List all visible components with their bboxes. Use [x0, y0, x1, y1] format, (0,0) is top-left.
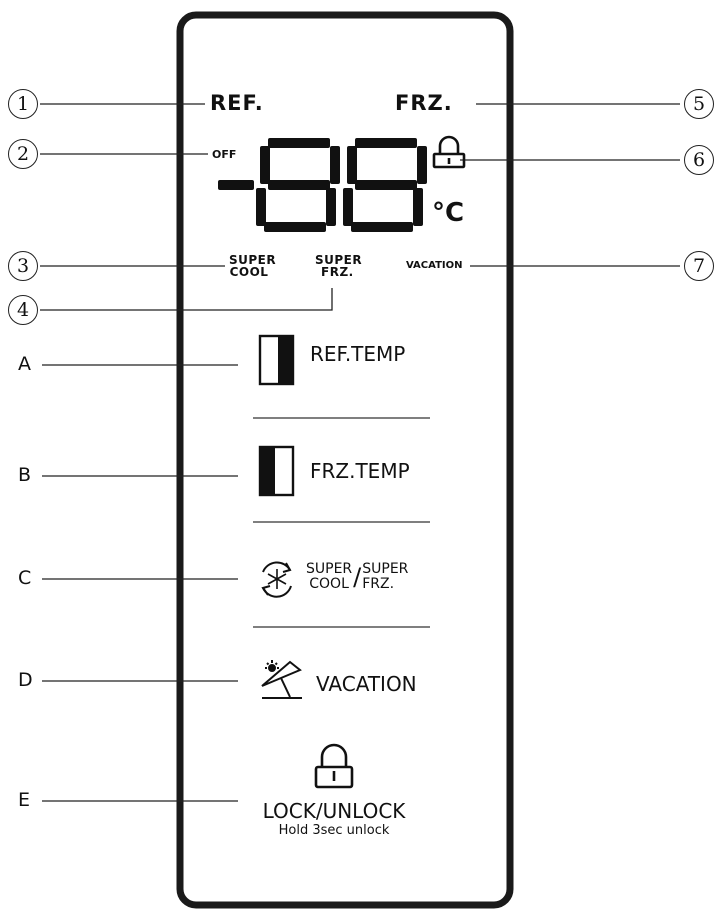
super-label-1: SUPER — [306, 561, 353, 577]
lock-button-label[interactable]: LOCK/UNLOCK — [262, 799, 406, 823]
lock-button-icon — [314, 743, 354, 789]
callout-3: 3 — [8, 251, 38, 281]
super-label-2: SUPER — [362, 561, 409, 577]
display-super-frz: SUPER FRZ. — [315, 253, 363, 279]
display-unit: °C — [432, 198, 465, 228]
callout-6: 6 — [684, 145, 714, 175]
callout-1: 1 — [8, 89, 38, 119]
frz-label: FRZ. — [362, 576, 395, 592]
display-super-frz-line1: SUPER — [315, 253, 363, 267]
display-super-frz-line2: FRZ. — [321, 265, 354, 279]
display-super-cool: SUPER COOL — [229, 253, 277, 279]
fridge-right-door-icon — [258, 445, 295, 497]
display-super-cool-line2: COOL — [229, 265, 269, 279]
callout-a: A — [18, 353, 31, 375]
callout-e: E — [18, 789, 31, 811]
callout-5: 5 — [684, 89, 714, 119]
display-lock-icon — [432, 135, 466, 169]
fridge-left-door-icon — [258, 334, 295, 386]
display-super-cool-line1: SUPER — [229, 253, 277, 267]
digit-1 — [256, 138, 340, 232]
beach-umbrella-icon — [261, 660, 302, 699]
leader-4 — [40, 288, 333, 311]
panel-outline — [176, 11, 514, 909]
vacation-button-label[interactable]: VACATION — [316, 672, 417, 696]
segment-minus — [218, 180, 254, 190]
snowflake-cycle-icon — [261, 561, 292, 598]
cool-label: COOL — [309, 576, 349, 592]
super-slash: / — [353, 563, 362, 591]
lock-button-sublabel: Hold 3sec unlock — [278, 823, 390, 838]
super-button-label[interactable]: SUPER COOL / SUPER FRZ. — [306, 562, 408, 592]
super-frz-part: SUPER FRZ. — [362, 562, 408, 592]
callout-d: D — [18, 669, 33, 691]
frz-temp-button-label[interactable]: FRZ.TEMP — [310, 459, 410, 483]
display-vacation-label: VACATION — [406, 260, 463, 271]
callout-2: 2 — [8, 139, 38, 169]
callout-4: 4 — [8, 295, 38, 325]
super-cool-part: SUPER COOL — [306, 562, 352, 592]
digit-2 — [343, 138, 427, 232]
display-off-label: OFF — [212, 148, 237, 161]
callout-7: 7 — [684, 251, 714, 281]
display-frz-label: FRZ. — [395, 91, 453, 115]
callout-b: B — [18, 464, 32, 486]
display-ref-label: REF. — [210, 91, 264, 115]
ref-temp-button-label[interactable]: REF.TEMP — [310, 342, 406, 366]
callout-c: C — [18, 567, 32, 589]
